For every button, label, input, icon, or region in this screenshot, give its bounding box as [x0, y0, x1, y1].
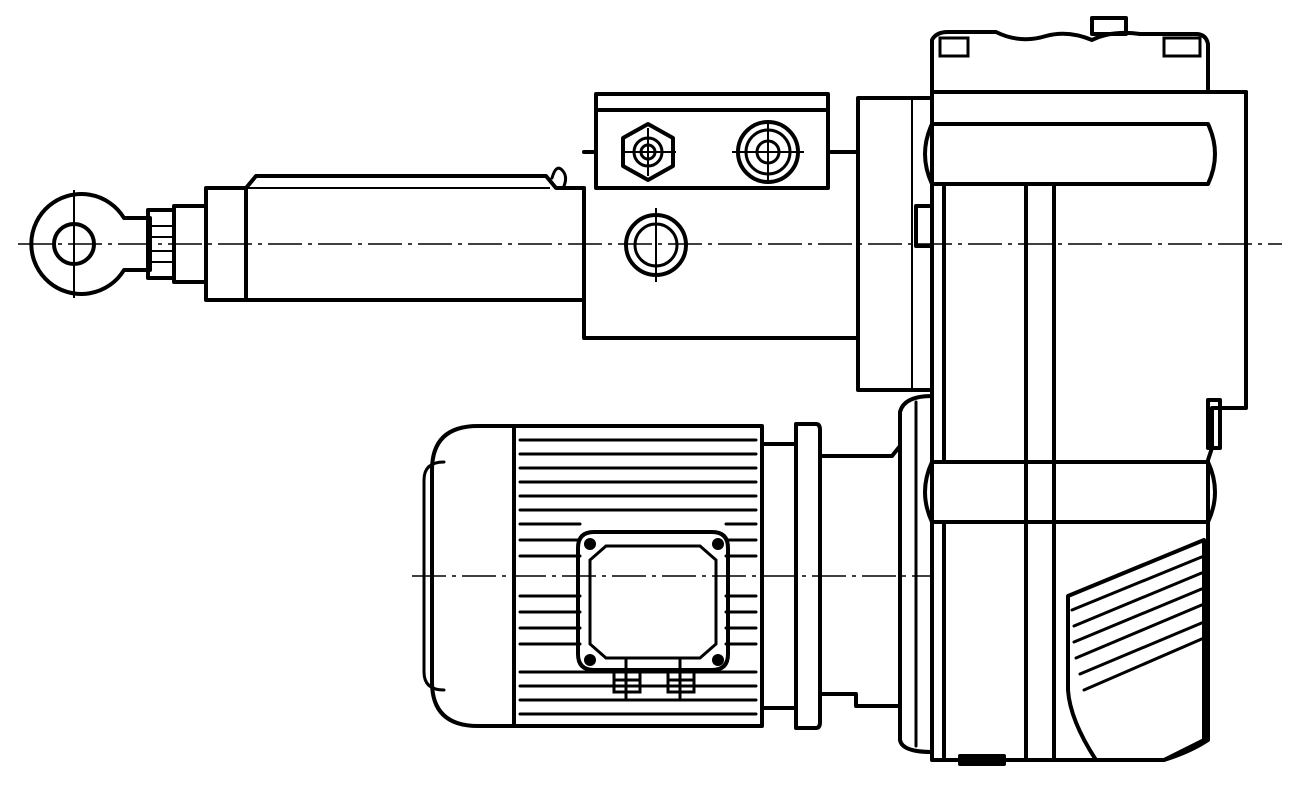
gearbox-lower-band: [923, 460, 1217, 524]
housing-boss-inner: [633, 222, 679, 268]
terminal-screw: [584, 654, 596, 666]
rod-eye-body: [29, 192, 152, 296]
motor-adapter-neck: [818, 444, 902, 708]
rod-eye: [29, 192, 152, 296]
fan-cover: [430, 424, 516, 728]
housing-block: [582, 150, 860, 340]
spindle-housing: [582, 96, 934, 392]
housing-boss-outer: [624, 213, 688, 277]
electric-motor: [422, 424, 764, 728]
gearbox-shroud-rib-6: [1082, 636, 1206, 692]
tube-end-cap: [204, 186, 248, 302]
hex-nut-left-bore: [639, 143, 657, 161]
gearbox: [923, 16, 1248, 766]
terminal-screw: [712, 654, 724, 666]
cooling-fins: [518, 438, 758, 716]
terminal-screw: [584, 538, 596, 550]
gearbox-shroud-rib-3: [1072, 586, 1206, 644]
gearbox-top-cap: [1090, 16, 1128, 36]
motor-adapter-housing: [898, 394, 934, 754]
hex-nut-left: [621, 122, 675, 182]
adapter-flange-lug: [914, 204, 934, 248]
terminal-screw: [712, 538, 724, 550]
cable-gland-left: [612, 656, 642, 700]
rod-eye-hole: [52, 222, 96, 266]
actuator-tube: [204, 166, 586, 302]
gearbox-base-pad: [958, 754, 1006, 766]
round-nut-mid: [744, 128, 792, 176]
grease-nipple: [550, 166, 568, 188]
coupling: [146, 204, 208, 284]
motor-body: [512, 424, 764, 728]
gearbox-shroud-rib-5: [1078, 620, 1206, 676]
terminal-box: [576, 530, 730, 700]
gearbox-shroud-rib-2: [1072, 570, 1206, 628]
tube-body: [244, 174, 586, 302]
motor-adapter: [760, 394, 934, 754]
gearbox-shroud-rib-1: [1070, 554, 1206, 612]
round-nut-inner: [755, 139, 781, 165]
gearbox-side-lug: [1206, 398, 1222, 450]
cable-gland-right: [666, 656, 696, 700]
gearbox-upper-band: [923, 122, 1217, 186]
gearbox-shroud-outer: [1066, 538, 1206, 762]
bracket: [594, 92, 830, 190]
bracket-plate: [594, 92, 830, 190]
gearbox-top-lug-right: [1162, 36, 1202, 58]
fan-cover-rim: [422, 460, 446, 692]
gearbox-top-lug-left: [938, 36, 970, 58]
gearbox-shroud-rib-4: [1074, 602, 1206, 660]
terminal-box-outer: [576, 530, 730, 672]
motor-flange: [794, 422, 822, 730]
terminal-box-lid: [588, 544, 718, 660]
hex-nut-left-ring: [632, 136, 664, 168]
gearbox-housing: [930, 30, 1248, 762]
round-nut-outer: [736, 120, 800, 184]
